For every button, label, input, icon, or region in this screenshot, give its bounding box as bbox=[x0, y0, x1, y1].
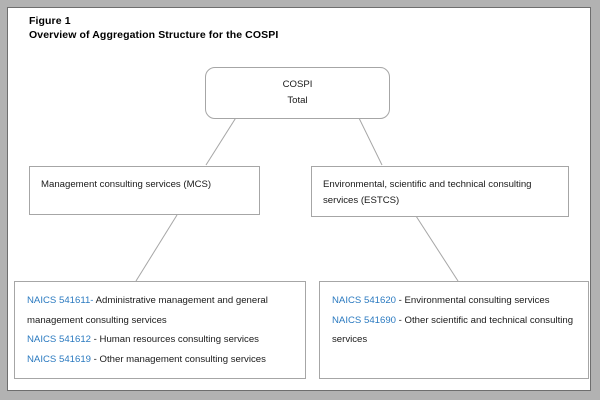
connector-mcs-to-leaf bbox=[135, 214, 178, 282]
naics-code: NAICS 541611- bbox=[27, 295, 94, 306]
figure-number: Figure 1 bbox=[29, 15, 71, 27]
node-mcs-naics-list[interactable]: NAICS 541611- Administrative management … bbox=[14, 281, 306, 379]
node-mcs[interactable]: Management consulting services (MCS) bbox=[29, 166, 260, 215]
node-estcs-naics-list[interactable]: NAICS 541620 - Environmental consulting … bbox=[319, 281, 589, 379]
naics-description: - Human resources consulting services bbox=[91, 334, 259, 345]
node-cospi-total[interactable]: COSPI Total bbox=[205, 67, 390, 119]
naics-code: NAICS 541612 bbox=[27, 334, 91, 345]
list-item: NAICS 541611- Administrative management … bbox=[27, 291, 293, 330]
naics-description: - Environmental consulting services bbox=[396, 295, 550, 306]
naics-description: - Other management consulting services bbox=[91, 353, 266, 365]
naics-description: - Other scientific and technical consult… bbox=[332, 314, 574, 346]
node-cospi-label-line2: Total bbox=[287, 95, 308, 106]
figure-canvas: Figure 1 Overview of Aggregation Structu… bbox=[8, 8, 592, 392]
naics-code: NAICS 541690 bbox=[332, 314, 396, 326]
connector-root-to-estcs bbox=[357, 115, 383, 166]
connector-estcs-to-leaf bbox=[415, 215, 459, 282]
naics-code: NAICS 541620 bbox=[332, 295, 396, 306]
node-cospi-label-line1: COSPI bbox=[282, 79, 313, 90]
naics-description: Administrative management and general ma… bbox=[27, 295, 268, 326]
list-item: NAICS 541620 - Environmental consulting … bbox=[332, 291, 576, 311]
list-item: NAICS 541690 - Other scientific and tech… bbox=[332, 311, 576, 350]
connector-root-to-mcs bbox=[205, 115, 238, 166]
node-mcs-label: Management consulting services (MCS) bbox=[41, 179, 212, 190]
node-estcs-label: Environmental, scientific and technical … bbox=[323, 179, 532, 206]
figure-title: Overview of Aggregation Structure for th… bbox=[29, 29, 279, 41]
figure-frame: Figure 1 Overview of Aggregation Structu… bbox=[7, 7, 591, 391]
list-item: NAICS 541612 - Human resources consultin… bbox=[27, 330, 293, 350]
naics-code: NAICS 541619 bbox=[27, 353, 91, 365]
list-item: NAICS 541619 - Other management consulti… bbox=[27, 350, 293, 370]
node-estcs[interactable]: Environmental, scientific and technical … bbox=[311, 166, 569, 217]
